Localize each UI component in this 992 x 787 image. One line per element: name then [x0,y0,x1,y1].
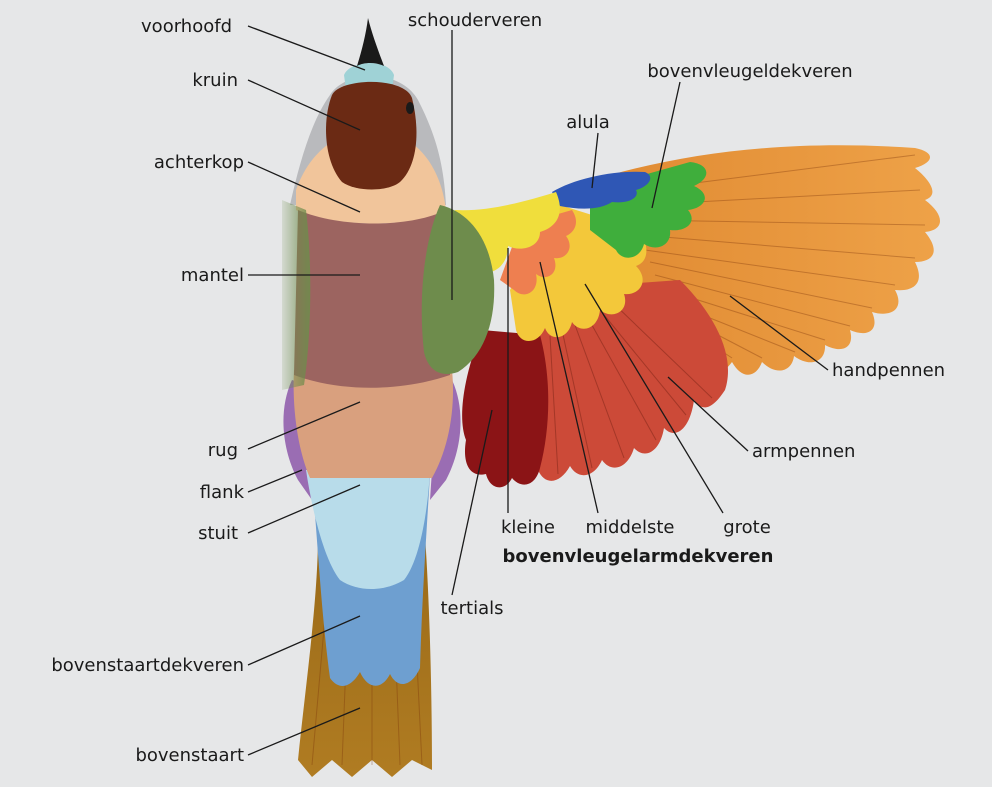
beak-shape [357,18,384,66]
bird-body [282,18,461,777]
label-mantel: mantel [181,265,244,286]
label-bovenvleugeldekveren: bovenvleugeldekveren [647,61,852,82]
leader-flank [248,470,302,492]
label-handpennen: handpennen [832,360,945,381]
label-alula: alula [566,112,609,133]
label-tertials: tertials [441,598,504,619]
scapular-left-shape [282,200,310,390]
label-kleine: kleine [501,517,555,538]
label-bovenstaart: bovenstaart [135,745,244,766]
bird-wing [422,145,940,487]
label-achterkop: achterkop [154,152,244,173]
label-schouderveren: schouderveren [408,10,542,31]
label-voorhoofd: voorhoofd [141,16,232,37]
label-rug: rug [208,440,238,461]
label-grote: grote [723,517,771,538]
eye-shape [406,102,414,114]
label-bovenvleugelarmdekveren: bovenvleugelarmdekveren [503,546,774,567]
label-armpennen: armpennen [752,441,855,462]
leader-voorhoofd [248,26,365,70]
label-middelste: middelste [586,517,675,538]
label-bovenstaartdekveren: bovenstaartdekveren [51,655,244,676]
label-flank: flank [200,482,245,503]
label-kruin: kruin [192,70,238,91]
kruin-shape [326,82,416,190]
label-stuit: stuit [198,523,238,544]
